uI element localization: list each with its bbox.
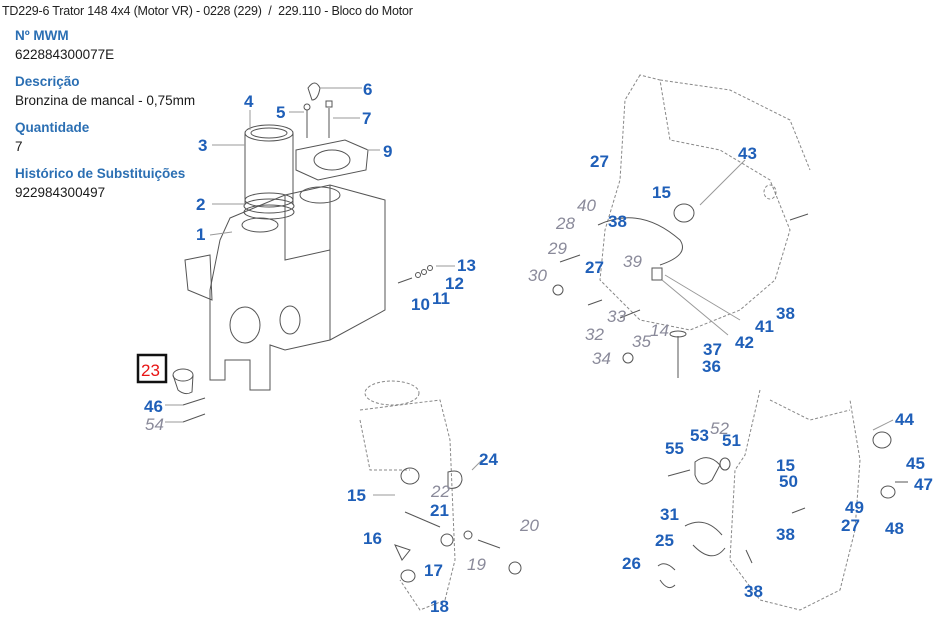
callout-48[interactable]: 48: [885, 519, 904, 538]
callout-24[interactable]: 24: [479, 450, 498, 469]
breadcrumb: TD229-6 Trator 148 4x4 (Motor VR) - 0228…: [2, 4, 413, 18]
callout-20[interactable]: 20: [519, 516, 539, 535]
part-details: Nº MWM 622884300077E Descrição Bronzina …: [15, 27, 215, 211]
callout-33[interactable]: 33: [607, 307, 626, 326]
callout-1[interactable]: 1: [196, 225, 205, 244]
history-field: Histórico de Substituições 922984300497: [15, 165, 215, 203]
breadcrumb-section[interactable]: 229.110 - Bloco do Motor: [278, 4, 413, 18]
quantity-field: Quantidade 7: [15, 119, 215, 157]
callout-49[interactable]: 49: [845, 498, 864, 517]
callout-37[interactable]: 37: [703, 340, 722, 359]
callout-7[interactable]: 7: [362, 109, 371, 128]
callout-9[interactable]: 9: [383, 142, 392, 161]
callout-46[interactable]: 46: [144, 397, 163, 416]
mwm-label: Nº MWM: [15, 28, 69, 43]
oil-pump-drawing: [359, 380, 522, 611]
selected-part-box: [136, 353, 168, 384]
callout-45[interactable]: 45: [906, 454, 925, 473]
callout-39[interactable]: 39: [623, 252, 642, 271]
callout-6[interactable]: 6: [363, 80, 372, 99]
callout-38-housing-b[interactable]: 38: [776, 304, 795, 323]
callout-51[interactable]: 51: [722, 431, 741, 450]
breadcrumb-separator: /: [268, 4, 272, 18]
description-label: Descrição: [15, 74, 80, 89]
callout-26[interactable]: 26: [622, 554, 641, 573]
callout-12[interactable]: 12: [445, 274, 464, 293]
callout-38-rear-a[interactable]: 38: [776, 525, 795, 544]
callout-32[interactable]: 32: [585, 325, 604, 344]
callout-29[interactable]: 29: [547, 239, 567, 258]
callout-27-top[interactable]: 27: [590, 152, 609, 171]
callout-16[interactable]: 16: [363, 529, 382, 548]
history-value: 922984300497: [15, 185, 106, 200]
leader-lines: [165, 87, 894, 496]
callout-38-housing-a[interactable]: 38: [608, 212, 627, 231]
callout-15-housing[interactable]: 15: [652, 183, 671, 202]
callout-21[interactable]: 21: [430, 501, 449, 520]
callout-17[interactable]: 17: [424, 561, 443, 580]
callout-35[interactable]: 35: [632, 332, 651, 351]
callout-30[interactable]: 30: [528, 266, 547, 285]
callout-50[interactable]: 50: [779, 472, 798, 491]
engine-block-drawing: [172, 82, 433, 423]
callout-43[interactable]: 43: [738, 144, 757, 163]
flywheel-housing-drawing: [552, 74, 811, 378]
quantity-value: 7: [15, 139, 23, 154]
callout-40[interactable]: 40: [577, 196, 596, 215]
history-label: Histórico de Substituições: [15, 166, 186, 181]
callout-18[interactable]: 18: [430, 597, 449, 616]
mwm-value: 622884300077E: [15, 47, 115, 62]
callout-10[interactable]: 10: [411, 295, 430, 314]
description-value: Bronzina de mancal - 0,75mm: [15, 93, 196, 108]
callout-53[interactable]: 53: [690, 426, 709, 445]
callout-38-rear-b[interactable]: 38: [744, 582, 763, 601]
callout-28[interactable]: 28: [555, 214, 575, 233]
callout-11[interactable]: 11: [432, 289, 450, 308]
callout-labels: 1 2 3 4 5 6 7 9 10 11 12 13 23 46 54 27 …: [136, 80, 933, 616]
callout-5[interactable]: 5: [276, 103, 285, 122]
callout-14[interactable]: 14: [650, 321, 669, 340]
callout-41[interactable]: 41: [755, 317, 774, 336]
callout-15-rear[interactable]: 15: [776, 456, 795, 475]
callout-52[interactable]: 52: [710, 419, 729, 438]
rear-bearing-drawing: [657, 389, 908, 611]
callout-34[interactable]: 34: [592, 349, 611, 368]
callout-36[interactable]: 36: [702, 357, 721, 376]
callout-55[interactable]: 55: [665, 439, 684, 458]
callout-25[interactable]: 25: [655, 531, 674, 550]
callout-15-pump[interactable]: 15: [347, 486, 366, 505]
callout-42[interactable]: 42: [735, 333, 754, 352]
callout-44[interactable]: 44: [895, 410, 914, 429]
callout-4[interactable]: 4: [244, 92, 254, 111]
description-field: Descrição Bronzina de mancal - 0,75mm: [15, 73, 215, 111]
quantity-label: Quantidade: [15, 120, 90, 135]
callout-23-selected[interactable]: 23: [141, 361, 160, 380]
callout-22[interactable]: 22: [430, 482, 450, 501]
callout-19[interactable]: 19: [467, 555, 486, 574]
mwm-field: Nº MWM 622884300077E: [15, 27, 215, 65]
callout-47[interactable]: 47: [914, 475, 933, 494]
callout-3[interactable]: 3: [198, 136, 207, 155]
callout-31[interactable]: 31: [660, 505, 679, 524]
callout-2[interactable]: 2: [196, 195, 205, 214]
callout-54[interactable]: 54: [145, 415, 164, 434]
callout-13[interactable]: 13: [457, 256, 476, 275]
callout-27-rear[interactable]: 27: [841, 516, 860, 535]
breadcrumb-model[interactable]: TD229-6 Trator 148 4x4 (Motor VR) - 0228…: [2, 4, 262, 18]
callout-27-housing[interactable]: 27: [585, 258, 604, 277]
